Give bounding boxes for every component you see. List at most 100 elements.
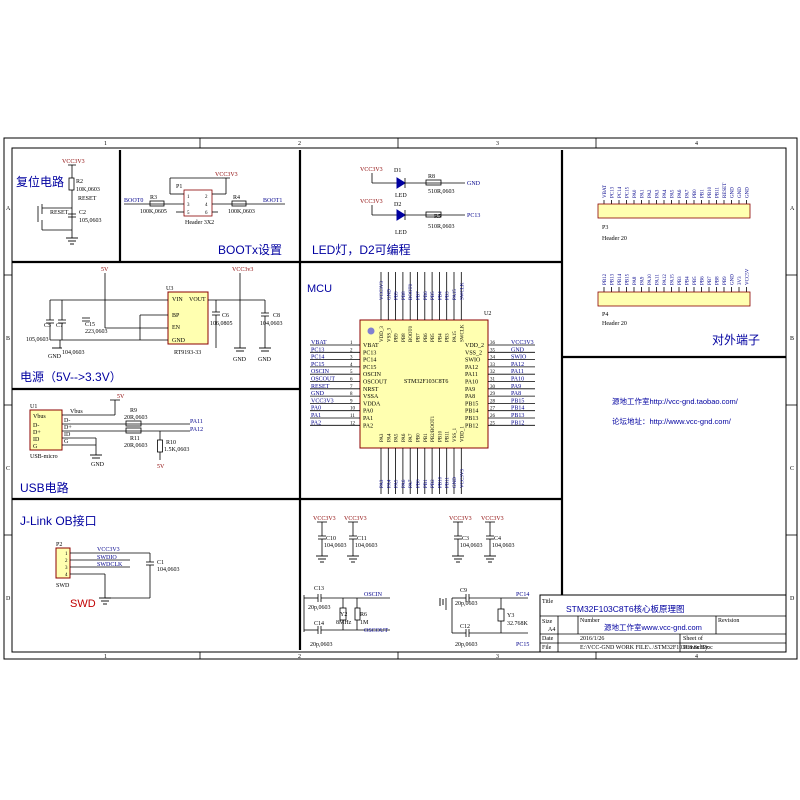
svg-text:A4: A4 [548,627,555,633]
svg-text:File: File [542,645,552,651]
section-dividers [12,150,786,650]
mcu-net-label: PA3 [380,479,385,488]
svg-text:20p,0603: 20p,0603 [310,642,333,648]
mcu-pin-number: 10 [350,407,356,412]
mcu-net-label: PA4 [387,479,392,488]
svg-text:C: C [6,466,10,472]
svg-text:3: 3 [65,566,68,571]
mcu-net-label: PA8 [511,391,521,397]
svg-text:P4: P4 [602,312,608,318]
header-pin-label: VBAT [603,185,608,198]
svg-text:Header 20: Header 20 [602,321,627,327]
mcu-net-label: PA12 [511,362,524,368]
header-pin-label: PA8 [633,276,638,285]
svg-text:R3: R3 [150,195,157,201]
mcu-pin-number: 6 [350,378,353,383]
osc-circuit: C13 20p,0603 C14 20p,0603 OSCIN OSCOUT Y… [303,586,390,648]
mcu-pin-name: VSS_3 [387,327,392,342]
mcu-net-label: PB14 [511,406,524,412]
svg-text:GND: GND [91,462,105,468]
mcu-pin-name: PB9 [395,333,400,342]
header-pin-label: PA9 [641,276,646,285]
mcu-pin-name: PC15 [363,365,376,371]
svg-text:D: D [790,596,795,602]
svg-text:C15: C15 [85,322,95,328]
header-pin-label: PB10 [708,186,713,198]
header-pin-label: PB12 [603,273,608,285]
svg-text:105,0603: 105,0603 [26,337,49,343]
power-title: 电源（5V-->3.3V） [20,370,122,384]
svg-text:源地工作室www.vcc-gnd.com: 源地工作室www.vcc-gnd.com [604,622,702,632]
svg-text:PC14: PC14 [516,592,529,598]
mcu-pin-name: PB10 [438,430,443,442]
mcu-pin-name: PB11 [446,431,451,442]
svg-text:SWDCLK: SWDCLK [97,562,123,568]
mcu-net-label: PB10 [438,476,443,488]
svg-text:10K,0603: 10K,0603 [76,187,100,193]
header-pin-label: PB4 [686,276,691,285]
mcu-net-label: PB2 [431,479,436,488]
svg-text:R9: R9 [130,408,137,414]
svg-text:BOOT0: BOOT0 [124,198,143,204]
svg-text:R4: R4 [233,195,240,201]
svg-text:C5: C5 [44,323,51,329]
svg-text:VCC3V3: VCC3V3 [360,199,383,205]
svg-text:RESET: RESET [50,210,69,216]
mcu-pin-number: 32 [490,370,496,375]
reset-circuit: 复位电路 VCC3V3 R2 10K,0603 RESET RESET C2 1… [16,159,102,245]
svg-text:GND: GND [258,357,272,363]
mcu-net-label: PB3 [446,291,451,300]
header-pin-label: PB14 [618,273,623,285]
mcu-pin-number: 12 [350,421,356,426]
decap-value: 104,0603 [460,543,483,549]
mcu-net-label: PB12 [511,420,524,426]
svg-text:C6: C6 [222,313,229,319]
header-pin-label: GND [731,187,736,198]
svg-text:P2: P2 [56,542,62,548]
svg-text:B: B [6,336,10,342]
mcu-net-label: SWCLK [460,282,465,300]
svg-text:R10: R10 [166,440,176,446]
mcu-pin-name: PA1 [363,416,373,422]
mcu-net-label: PB15 [511,398,524,404]
svg-text:3: 3 [496,141,499,147]
mcu-pin-name: PA0 [363,409,373,415]
mcu-pin-name: VBAT [363,343,379,349]
mcu-pin-number: 9 [350,399,353,404]
svg-text:PA11: PA11 [190,419,203,425]
mcu-pin-number: 29 [490,392,496,397]
svg-text:4: 4 [695,654,698,660]
header-pin-label: PA0 [633,189,638,198]
mcu-pin-name: VDDA [363,401,381,407]
mcu-pin-name: PA3 [380,433,385,442]
svg-text:USB-micro: USB-micro [30,454,58,460]
header-pin-label: PA11 [656,274,661,285]
svg-text:BP: BP [172,313,180,319]
decap-value: 104,0603 [492,543,515,549]
mcu-pin-number: 28 [490,399,496,404]
decap-ref: C3 [462,536,469,542]
decap-ref: C10 [326,536,336,542]
svg-text:C2: C2 [79,210,86,216]
mcu-pin-name: PA9 [465,387,475,393]
svg-text:EN: EN [172,325,181,331]
header-pin-label: PA6 [678,189,683,198]
svg-text:4: 4 [205,203,208,208]
mcu-pin-number: 8 [350,392,353,397]
mcu-net-label: PA1 [311,413,321,419]
svg-text:GND: GND [233,357,247,363]
decap-ref: C11 [357,536,367,542]
decoupling-caps: VCC3V3C10104,0603VCC3V3C11104,0603VCC3V3… [313,516,515,563]
mcu-net-label: GND [453,477,458,488]
svg-text:A: A [790,206,795,212]
header-pin-label: PB5 [693,276,698,285]
header-pin-label: VCC5V [746,268,751,285]
mcu-pin-name: PB3 [446,333,451,342]
svg-text:U3: U3 [166,286,173,292]
mcu-pin-name: PB0 [417,433,422,442]
boot-title: BOOTx设置 [218,243,282,257]
svg-text:R6: R6 [360,612,367,618]
mcu-pin-name: NRST [363,387,379,393]
svg-text:2016/1/26: 2016/1/26 [580,636,604,642]
shop-url: 源地工作室http://vcc-gnd.taobao.com/ [612,396,739,406]
